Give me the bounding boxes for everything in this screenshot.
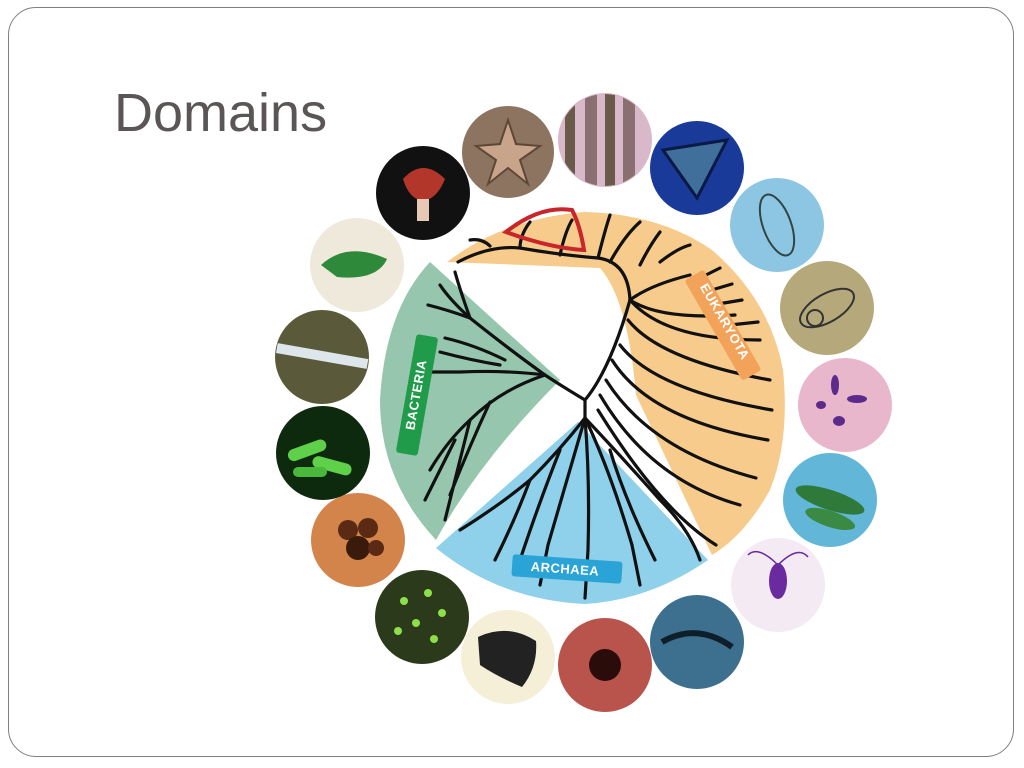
spore-cluster-photo [311, 493, 405, 587]
diatom-photo [650, 121, 744, 215]
slide-title: Domains [114, 83, 328, 143]
purple-protist-photo [731, 538, 825, 632]
micrograph-blue-photo [650, 595, 744, 689]
red-cell-photo [558, 618, 652, 712]
phylogeny-branches [418, 213, 774, 600]
archaea-label-band: ARCHAEA [511, 554, 623, 584]
cyanobacteria-filament-photo [275, 310, 369, 404]
green-algae-photo [783, 453, 877, 547]
highlighted-clade-outline [501, 207, 587, 253]
protist-tan-photo [780, 261, 874, 355]
starfish-photo [460, 104, 556, 200]
black-blob-photo [461, 610, 555, 704]
spirochete-photo [310, 218, 404, 312]
bacteria-region [380, 262, 560, 540]
archaea-label: ARCHAEA [530, 559, 599, 579]
trypanosome-photo [798, 358, 892, 452]
plant-stem-photo [558, 93, 652, 187]
archaea-region [436, 422, 708, 604]
fluorescent-bacteria-photo [375, 570, 469, 664]
organism-photo-ring [275, 93, 892, 712]
protist-blue-photo [730, 178, 824, 272]
rod-bacteria-photo [276, 406, 370, 500]
mushroom-photo [376, 146, 470, 240]
